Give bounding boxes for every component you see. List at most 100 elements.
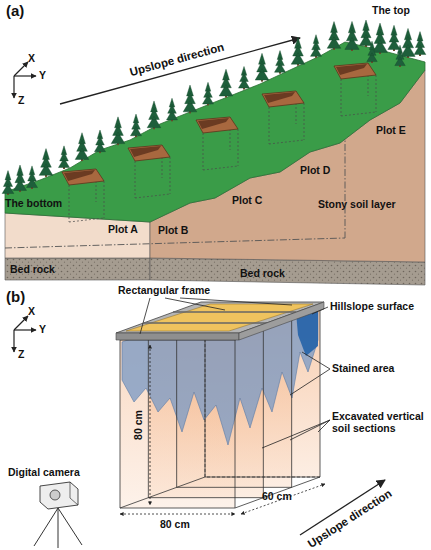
tree-symbol: [327, 22, 341, 50]
tree-crown: [14, 165, 27, 190]
hillslope-surface: [5, 42, 425, 222]
axis-line: [13, 76, 14, 98]
tree-crown: [111, 117, 125, 144]
plot-outline: [376, 75, 377, 112]
leader-line: [140, 298, 150, 334]
leader-line: [180, 298, 292, 305]
tree-symbol: [75, 133, 89, 161]
tree-crown: [327, 22, 341, 49]
plot-pit: [62, 169, 104, 222]
tree-symbol: [367, 41, 377, 63]
axis-label: X: [28, 52, 35, 64]
plot-pit: [334, 63, 376, 116]
plot-pit: [262, 91, 304, 144]
tripod-leg: [58, 508, 82, 545]
axis-line: [13, 330, 14, 352]
leader-line: [318, 420, 330, 432]
dimension-line: [241, 484, 325, 514]
tree-symbol: [183, 85, 197, 113]
plot-pit: [128, 145, 170, 161]
plot-outline: [269, 140, 304, 144]
tree-symbol: [111, 117, 125, 145]
pit-shadow: [264, 92, 295, 103]
tree-crown: [94, 130, 105, 152]
leader-line: [290, 420, 330, 440]
plot-outline: [69, 218, 104, 222]
plot-pit: [196, 117, 238, 133]
layer-label: Bed rock: [10, 263, 55, 275]
plot-pit: [196, 117, 238, 170]
dimension-line: [150, 345, 151, 505]
tree-symbol: [388, 25, 400, 51]
tree-symbol: [2, 171, 14, 195]
tree-symbol: [26, 166, 37, 189]
part-label: Hillslope surface: [330, 300, 414, 312]
tree-crown: [219, 69, 233, 96]
section-outline: [120, 340, 235, 508]
axis-label: X: [28, 305, 35, 317]
plot-outline: [135, 194, 170, 198]
plot-pit: [262, 91, 304, 107]
plot-pit: [334, 63, 376, 79]
plot-outline: [69, 185, 70, 222]
plot-outline: [341, 79, 342, 116]
tree-crown: [291, 37, 305, 64]
tree-crown: [274, 51, 285, 73]
tree-crown: [58, 146, 69, 168]
tree-symbol: [219, 69, 233, 97]
bedrock-layer: [150, 258, 425, 285]
dimension-label: 80 cm: [160, 518, 190, 530]
camera-lens: [50, 490, 60, 500]
tree-symbol: [58, 146, 69, 169]
tree-crown: [26, 166, 37, 188]
tree-symbol: [14, 165, 27, 192]
tree-crown: [130, 114, 141, 136]
dimension-line: [120, 514, 235, 515]
leader-line: [290, 369, 330, 395]
plot-pit: [128, 145, 170, 198]
tree-crown: [166, 98, 177, 120]
tripod-leg: [34, 508, 58, 546]
tree-symbol: [238, 66, 249, 89]
tree-symbol: [39, 149, 53, 177]
leader-line: [302, 352, 330, 369]
tree-symbol: [373, 23, 388, 54]
tree-symbol: [310, 35, 321, 58]
tree-crown: [414, 32, 426, 55]
tree-crown: [255, 53, 269, 80]
digital-camera: [70, 482, 78, 505]
tree-crown: [238, 66, 249, 88]
tree-symbol: [360, 20, 373, 47]
plot-outline: [203, 166, 238, 170]
section-outline: [148, 330, 263, 498]
panel-letter: (b): [6, 288, 25, 305]
tree-symbol: [345, 21, 359, 51]
digital-camera: [40, 482, 78, 509]
axis-line: [14, 62, 28, 76]
tree-crown: [388, 25, 400, 49]
layer-label: Bed rock: [240, 267, 285, 279]
box-edge: [235, 477, 320, 508]
tree-symbol: [130, 114, 141, 137]
part-label: Digital camera: [8, 466, 80, 478]
plot-label: Plot B: [158, 224, 188, 236]
box-edge: [120, 477, 205, 508]
axis-line: [14, 75, 36, 76]
tree-crown: [2, 171, 14, 194]
tree-symbol: [414, 32, 426, 56]
tree-crown: [310, 35, 321, 57]
part-label: Stained area: [332, 362, 394, 374]
part-label: Rectangular frame: [118, 284, 210, 296]
pit-shadow: [336, 64, 367, 75]
tree-symbol: [255, 53, 269, 81]
plot-outline: [341, 112, 376, 116]
part-label: Excavated vertical soil sections: [332, 410, 428, 434]
direction-label: Upslope direction: [306, 487, 395, 550]
section-outline: [177, 319, 292, 487]
dimension-label: 80 cm: [132, 410, 144, 440]
bedrock-layer: [5, 258, 150, 280]
tripod-leg: [58, 508, 59, 548]
plot-outline: [104, 181, 105, 218]
